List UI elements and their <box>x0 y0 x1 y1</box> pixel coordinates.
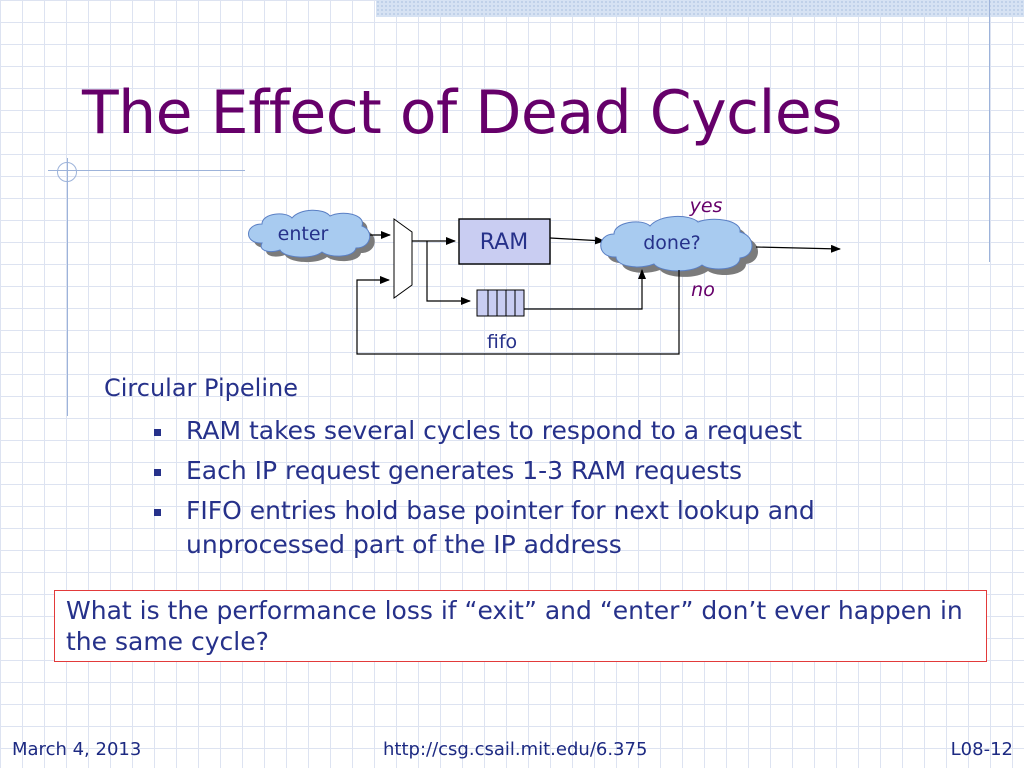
section-heading: Circular Pipeline <box>104 374 298 402</box>
footer-url[interactable]: http://csg.csail.mit.edu/6.375 <box>383 739 648 760</box>
header-decoration-band <box>376 0 1024 17</box>
yes-label: yes <box>689 195 723 217</box>
done-cloud <box>600 216 758 277</box>
fifo-label: fifo <box>487 331 517 353</box>
bullet-square-icon <box>154 469 161 476</box>
bullet-item: FIFO entries hold base pointer for next … <box>152 494 926 562</box>
loopback-arrow <box>356 270 680 355</box>
fifo-queue <box>476 289 525 317</box>
question-box: What is the performance loss if “exit” a… <box>54 590 987 662</box>
bullet-list: RAM takes several cycles to respond to a… <box>152 414 926 568</box>
right-vertical-line <box>989 0 990 262</box>
bullet-square-icon <box>154 429 161 436</box>
mux <box>393 218 413 299</box>
fifo-to-done-arrow <box>524 269 646 310</box>
footer-page-number: L08-12 <box>950 739 1013 760</box>
ram-label: RAM <box>480 230 528 255</box>
ram-to-done-arrow <box>549 236 605 245</box>
question-text: What is the performance loss if “exit” a… <box>66 596 963 656</box>
ram-box <box>458 218 551 265</box>
enter-label: enter <box>278 223 329 245</box>
bullet-text: RAM takes several cycles to respond to a… <box>186 416 803 445</box>
header-deco-circle <box>57 162 77 182</box>
bullet-square-icon <box>154 509 161 516</box>
no-label: no <box>691 279 715 301</box>
done-label: done? <box>643 232 701 254</box>
enter-cloud <box>248 209 375 263</box>
bullet-item: Each IP request generates 1-3 RAM reques… <box>152 454 926 488</box>
done-to-exit-arrow <box>755 244 841 253</box>
slide-title: The Effect of Dead Cycles <box>82 78 843 148</box>
bullet-item: RAM takes several cycles to respond to a… <box>152 414 926 448</box>
left-vertical-line <box>67 158 68 416</box>
header-divider-line <box>48 170 245 171</box>
bullet-text: FIFO entries hold base pointer for next … <box>186 496 815 559</box>
bullet-text: Each IP request generates 1-3 RAM reques… <box>186 456 743 485</box>
footer-date: March 4, 2013 <box>12 739 142 760</box>
mux-to-fifo-arrow <box>426 241 471 305</box>
